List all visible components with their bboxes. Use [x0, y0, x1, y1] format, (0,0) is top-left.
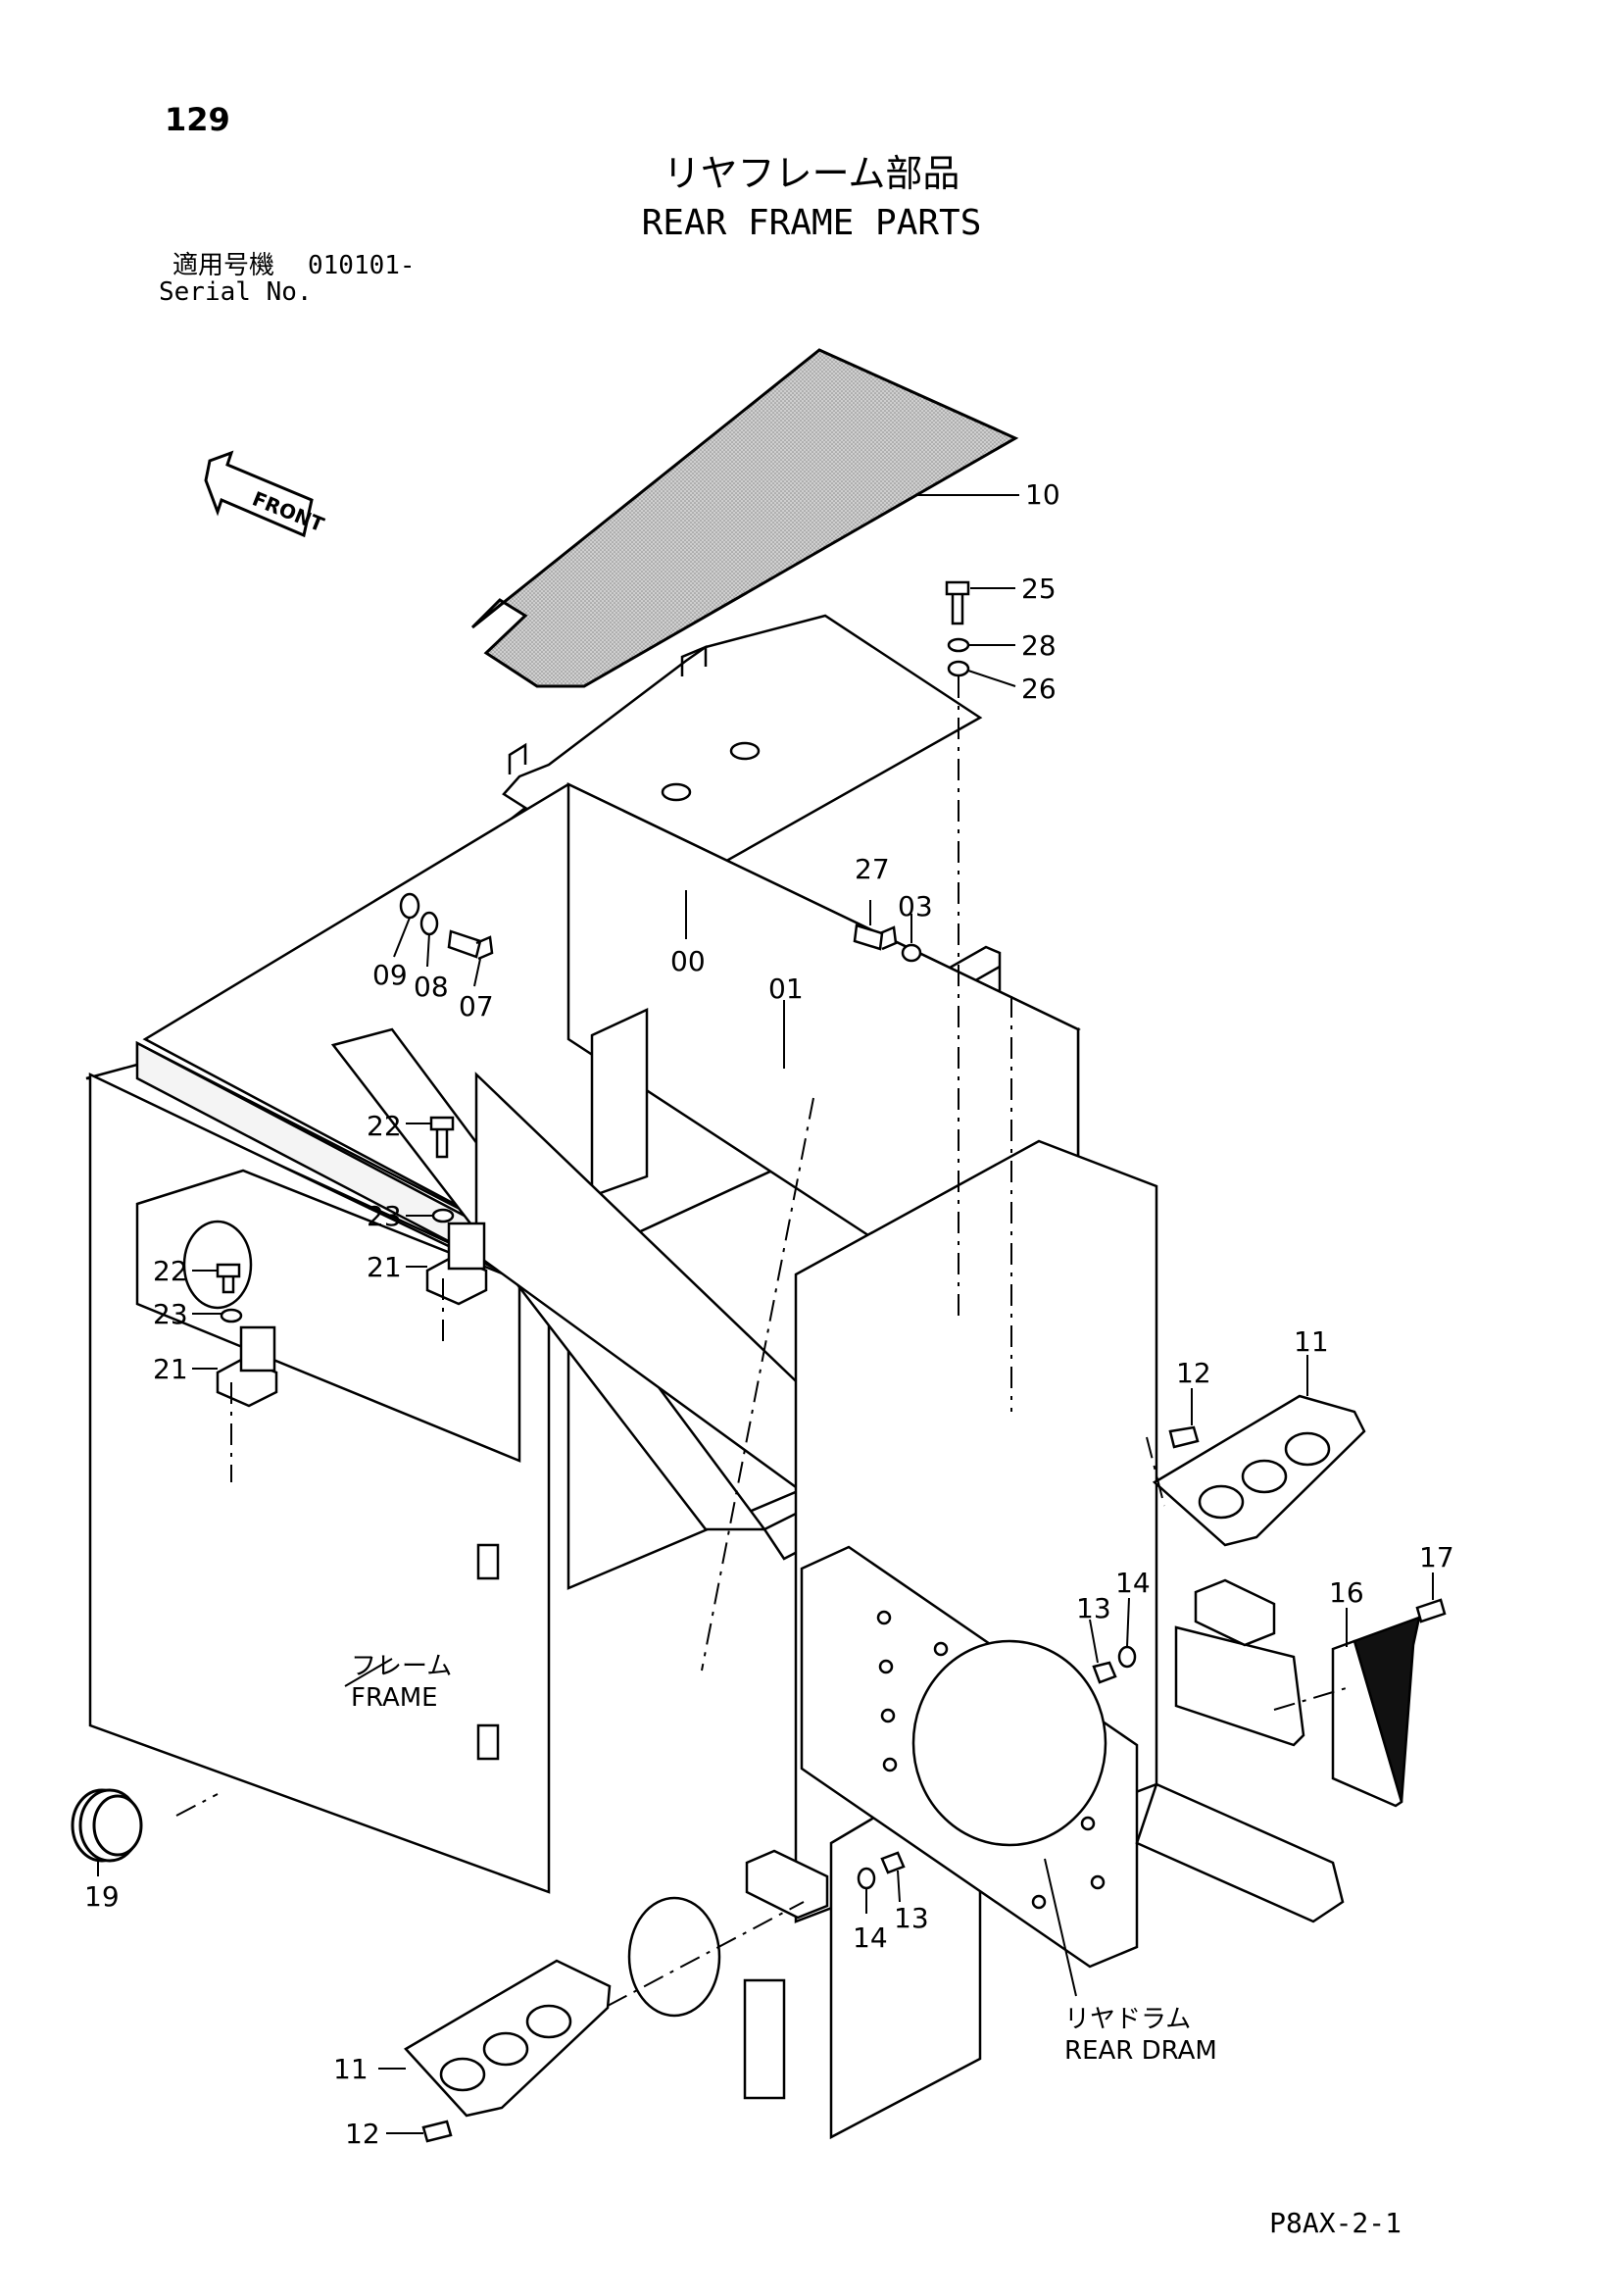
part-label: 11	[1294, 1325, 1329, 1358]
front-arrow-icon: FRONT	[204, 450, 327, 538]
frame-label-english: FRAME	[351, 1683, 438, 1713]
part-number-labels: 10 25 28 26 09 08 07 00 27 03 01 22 23 2…	[84, 478, 1454, 2150]
rear-drum-plate	[800, 1545, 1139, 1969]
part-label: 01	[768, 973, 804, 1005]
part-label: 03	[898, 890, 933, 923]
serial-number-value: 010101-	[308, 251, 416, 280]
page-title-english: REAR FRAME PARTS	[641, 203, 982, 243]
side-plate-part-16	[1331, 1616, 1421, 1808]
part-label: 11	[333, 2053, 369, 2085]
part-label: 19	[84, 1880, 120, 1913]
part-label: 25	[1021, 573, 1057, 605]
part-label: 22	[153, 1255, 188, 1287]
frame-right-arm	[1135, 1625, 1345, 1923]
part-label: 14	[853, 1922, 888, 1954]
part-label: 13	[894, 1902, 929, 1934]
part-label: 08	[414, 971, 449, 1003]
part-label: 07	[459, 990, 494, 1023]
serial-label-japanese: 適用号機	[172, 251, 275, 280]
frame-label-japanese: フレーム	[351, 1652, 452, 1681]
component-labels: フレーム FRAME リヤドラム REAR DRAM	[351, 1652, 1217, 2066]
rear-dram-label-english: REAR DRAM	[1064, 2036, 1217, 2066]
sheet-code: P8AX-2-1	[1269, 2207, 1402, 2239]
part-label: 23	[153, 1298, 188, 1330]
part-label: 09	[372, 959, 408, 991]
guard-plate-part-11-upper	[1152, 1394, 1366, 1547]
part-label: 26	[1021, 673, 1057, 705]
ring-part-19	[71, 1788, 143, 1863]
part-label: 12	[1176, 1357, 1211, 1389]
page-title-japanese: リヤフレーム部品	[663, 152, 960, 195]
part-label: 28	[1021, 629, 1057, 662]
part-label: 23	[367, 1200, 402, 1232]
part-label: 21	[367, 1251, 402, 1283]
page-number: 129	[165, 101, 230, 138]
exploded-view-guide-lines	[175, 676, 1353, 2007]
part-label: 12	[345, 2118, 380, 2150]
rear-dram-label-japanese: リヤドラム	[1064, 2005, 1191, 2034]
part-label: 00	[670, 945, 706, 977]
part-label: 27	[855, 853, 890, 885]
guard-plate-part-11-lower	[404, 1959, 612, 2118]
part-label: 17	[1419, 1541, 1454, 1573]
part-leader-lines	[97, 494, 1434, 2134]
part-label: 22	[367, 1110, 402, 1142]
part-label: 16	[1329, 1576, 1364, 1609]
part-label: 14	[1115, 1567, 1151, 1599]
fastener-parts	[216, 580, 1447, 2143]
part-label: 10	[1025, 478, 1060, 511]
floor-mat-part-10	[470, 348, 1019, 688]
part-label: 13	[1076, 1592, 1111, 1624]
serial-label-english: Serial No.	[159, 277, 313, 307]
part-label: 21	[153, 1353, 188, 1385]
